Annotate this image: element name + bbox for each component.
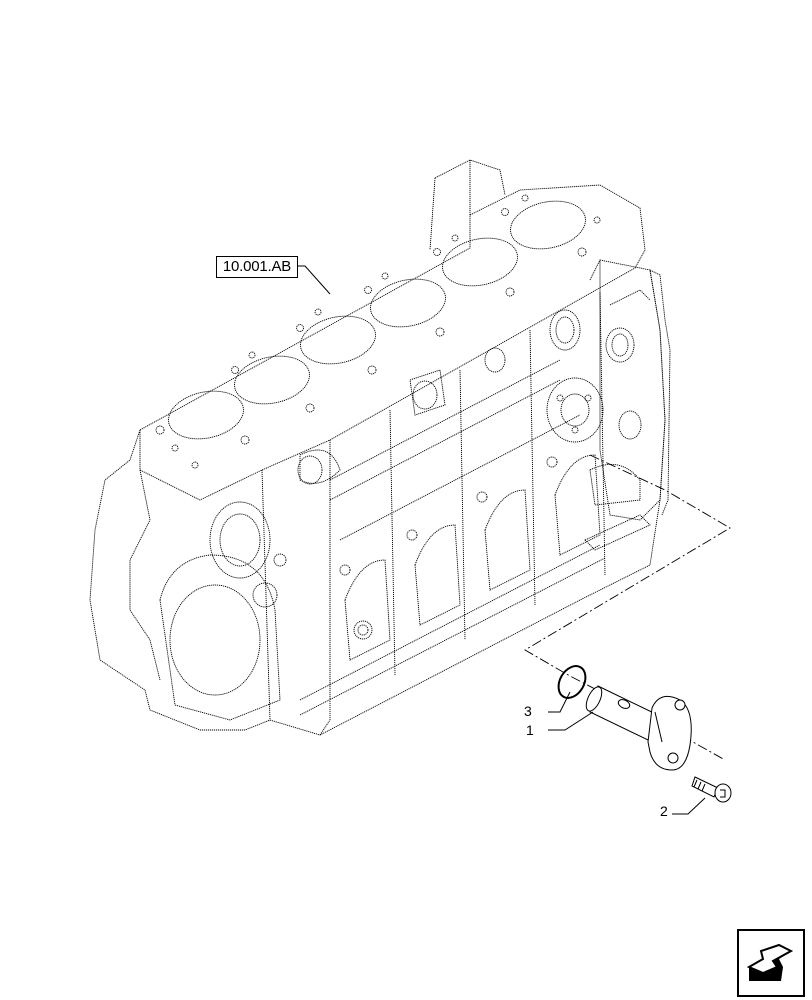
assembly-centerline — [524, 454, 731, 761]
leader-item-1 — [548, 711, 594, 731]
pipe-part — [585, 685, 692, 771]
item-number-2: 2 — [660, 803, 668, 819]
bolt-part — [691, 776, 732, 803]
block-top-deck — [139, 184, 646, 501]
item-number-3: 3 — [524, 703, 532, 719]
ref-leader-line — [297, 265, 331, 295]
leader-item-2 — [672, 797, 706, 815]
previous-page-button[interactable] — [737, 929, 805, 997]
cylinder-bore-6 — [510, 200, 586, 250]
front-cover — [159, 554, 281, 721]
seal-ring-part — [557, 665, 587, 699]
previous-page-arrow-icon — [746, 943, 794, 981]
cylinder-bore-4 — [370, 278, 446, 328]
cylinder-bore-2 — [234, 355, 310, 405]
cylinder-bore-3 — [300, 315, 376, 365]
block-front-face — [89, 429, 271, 731]
block-side-face — [261, 269, 666, 736]
item-number-1: 1 — [526, 722, 534, 738]
rear-housing — [599, 259, 666, 521]
cylinder-bore-5 — [442, 237, 518, 287]
leader-item-3 — [548, 691, 571, 713]
cylinder-bore-1 — [168, 390, 244, 440]
reference-callout-10-001-ab[interactable]: 10.001.AB — [216, 256, 298, 278]
